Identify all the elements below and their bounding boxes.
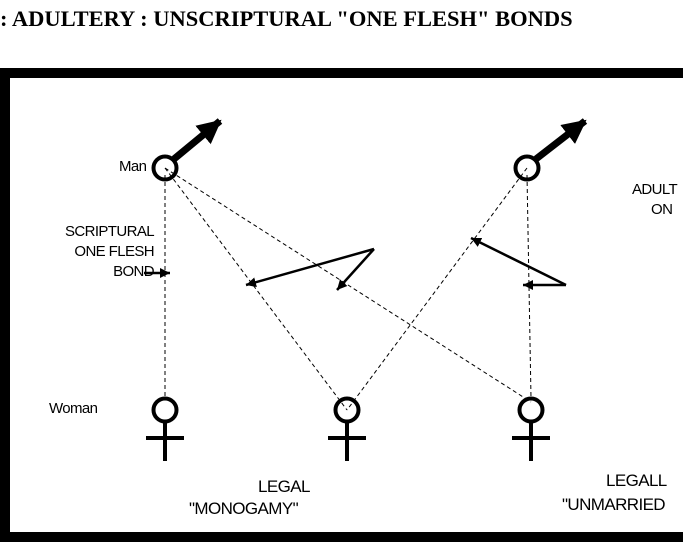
- man-left-to-woman-right-line: [164, 167, 532, 403]
- man-right-to-woman-right-line: [526, 174, 532, 399]
- legal-monogamy-label-line1: LEGAL: [258, 477, 310, 496]
- scriptural-label-line3: BOND: [113, 263, 155, 280]
- woman-label: Woman: [49, 400, 98, 417]
- scriptural-label-line2: ONE FLESH: [74, 243, 154, 260]
- female-symbol-left: [146, 396, 184, 461]
- legal-monogamy-label-line2: "MONOGAMY": [189, 499, 299, 518]
- man-left-to-woman-middle-line: [164, 167, 348, 411]
- scriptural-label-line1: SCRIPTURAL: [64, 223, 155, 240]
- page-title: : ADULTERY : UNSCRIPTURAL "ONE FLESH" BO…: [0, 6, 573, 31]
- connection-lines: [164, 167, 532, 411]
- man-right-to-woman-middle-line: [346, 167, 528, 411]
- adultery-label-line1: ADULT: [632, 181, 678, 198]
- adultery-label-line2: ON: [651, 201, 673, 218]
- legal-unmarried-label-line1: LEGALL: [606, 471, 667, 490]
- female-symbol-right: [512, 396, 550, 461]
- legal-unmarried-label-line2: "UNMARRIED: [562, 495, 666, 514]
- male-symbol-right: [513, 118, 588, 182]
- male-symbol-left: [151, 118, 223, 182]
- zigzag-arrow-right: [470, 236, 567, 290]
- diagram-frame: [0, 68, 683, 542]
- female-symbol-middle: [328, 396, 366, 461]
- zigzag-arrow-left: [245, 247, 375, 291]
- man-label: Man: [119, 158, 147, 175]
